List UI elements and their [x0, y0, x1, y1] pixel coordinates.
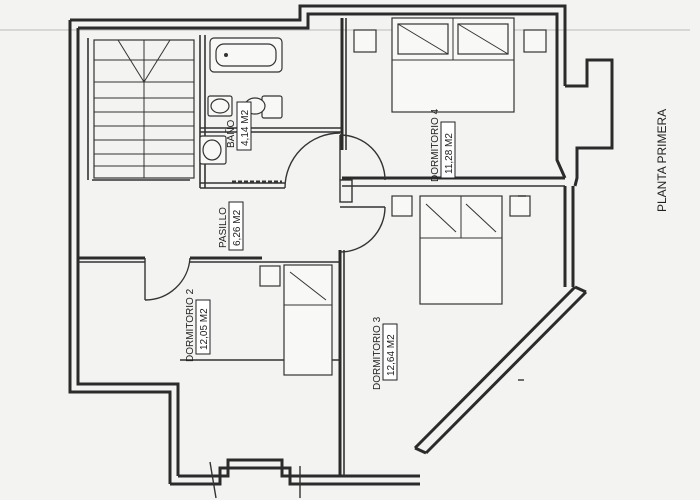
area-box-dormitorio-2 — [195, 299, 211, 355]
door-pasillo-dorm4 — [339, 134, 386, 181]
staircase — [93, 39, 195, 179]
door-frame-dorm4 — [339, 179, 353, 203]
room-area-dormitorio-2: 12,05 M2 — [199, 308, 210, 350]
room-area-dormitorio-3: 12,64 M2 — [386, 334, 397, 376]
exterior-walls — [68, 4, 614, 486]
wall-fragment — [209, 461, 217, 499]
door-pasillo-dorm3 — [339, 206, 386, 253]
washbasin — [199, 135, 227, 165]
room-bano: BAÑO 4,14 M2 — [224, 101, 252, 151]
interior-walls — [78, 18, 565, 476]
room-name-dormitorio-2: DORMITORIO 2 — [185, 288, 196, 362]
bathtub — [209, 37, 283, 73]
room-pasillo: PASILLO 6,26 M2 — [218, 201, 244, 251]
room-dormitorio-2: DORMITORIO 2 12,05 M2 — [185, 288, 211, 362]
door-pasillo-dorm2 — [144, 257, 191, 301]
room-dormitorio-3: DORMITORIO 3 12,64 M2 — [372, 316, 398, 390]
area-box-dormitorio-4 — [440, 121, 456, 179]
room-dormitorio-4: DORMITORIO 4 11,28 M2 — [430, 108, 456, 182]
door-pasillo-bano — [284, 132, 341, 189]
area-box-dormitorio-3 — [382, 323, 398, 381]
sheet-title: PLANTA PRIMERA — [655, 109, 669, 212]
room-area-dormitorio-4: 11,28 M2 — [444, 133, 455, 174]
bed-dormitorio-2 — [259, 264, 333, 376]
bed-dormitorio-4 — [353, 17, 547, 113]
room-name-dormitorio-3: DORMITORIO 3 — [372, 316, 383, 390]
room-area-pasillo: 6,26 M2 — [232, 209, 243, 246]
bed-dormitorio-3 — [391, 195, 531, 305]
room-name-dormitorio-4: DORMITORIO 4 — [430, 108, 441, 182]
bidet — [207, 95, 233, 117]
room-area-bano: 4,14 M2 — [240, 109, 251, 146]
area-box-bano — [236, 101, 252, 151]
area-box-pasillo — [228, 201, 244, 251]
room-name-bano: BAÑO — [224, 119, 237, 148]
sheet-title-text: PLANTA PRIMERA — [655, 109, 669, 212]
room-name-pasillo: PASILLO — [218, 207, 229, 248]
